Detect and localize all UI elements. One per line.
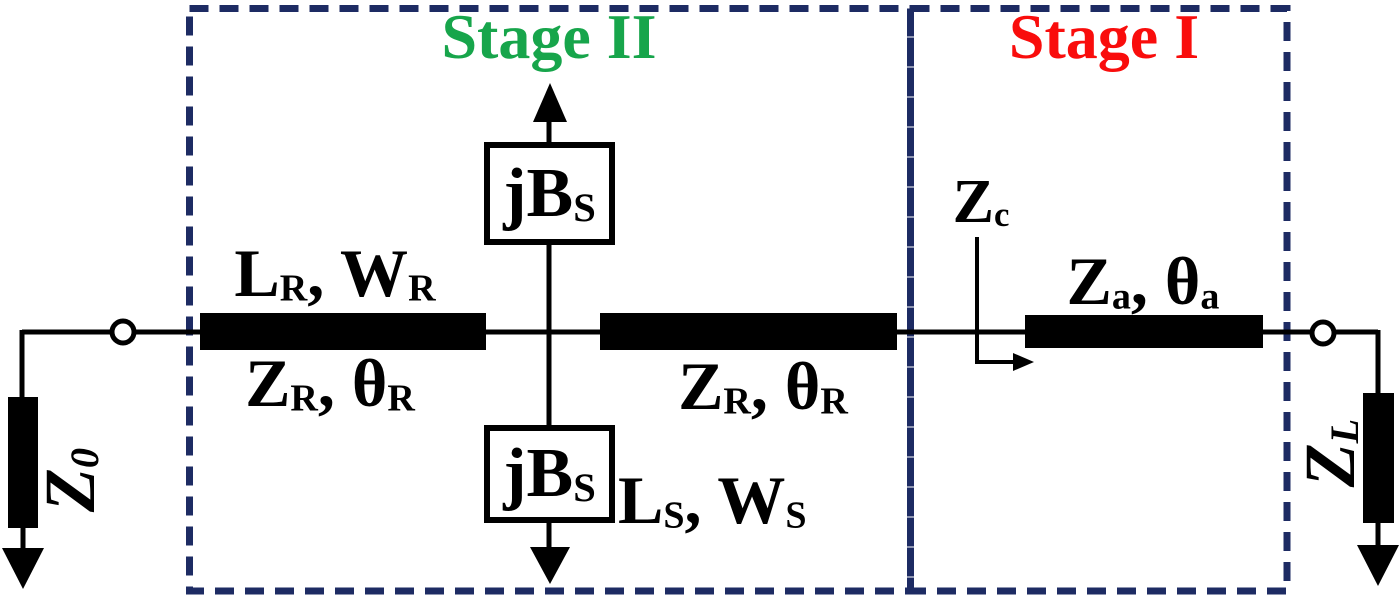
right-line-params-label: Za, θa — [1066, 243, 1220, 319]
load-stub-bar — [1363, 393, 1394, 523]
load-impedance-label: ZL — [1290, 418, 1370, 488]
stage-i-title-text: Stage I — [1008, 1, 1200, 72]
jbs-top-label: jBS — [503, 154, 596, 232]
zc-label: Zc — [952, 168, 1010, 236]
left-line-params-label: ZR, θR — [245, 345, 415, 421]
tl-section-mid — [600, 313, 897, 350]
source-impedance-label: Z0 — [30, 447, 110, 513]
tl-section-right — [1025, 315, 1263, 348]
port-node-left — [109, 318, 137, 346]
port-node-right — [1309, 319, 1337, 347]
zc-right-arrow-icon — [1013, 353, 1034, 371]
stage-i-boundary-box — [907, 5, 1291, 595]
left-line-dims-label: LR, WR — [234, 235, 436, 311]
tl-section-left — [200, 313, 486, 350]
shunt-down-arrow-icon — [530, 547, 570, 584]
stage-ii-title: Stage II — [429, 5, 669, 69]
shunt-dims-label: LS, WS — [618, 462, 807, 538]
jbs-bottom-label: jBS — [503, 435, 596, 512]
source-down-arrow-icon — [2, 548, 44, 589]
stage-ii-boundary-box — [186, 5, 914, 595]
jbs-box-top — [484, 142, 615, 245]
stage-ii-title-text: Stage II — [441, 1, 657, 72]
source-stub-bar — [8, 397, 38, 528]
jbs-box-bottom — [484, 425, 615, 523]
stage-i-title: Stage I — [984, 5, 1224, 69]
shunt-up-arrow-icon — [533, 83, 567, 122]
load-down-arrow-icon — [1357, 545, 1399, 586]
mid-line-params-label: ZR, θR — [678, 348, 848, 424]
